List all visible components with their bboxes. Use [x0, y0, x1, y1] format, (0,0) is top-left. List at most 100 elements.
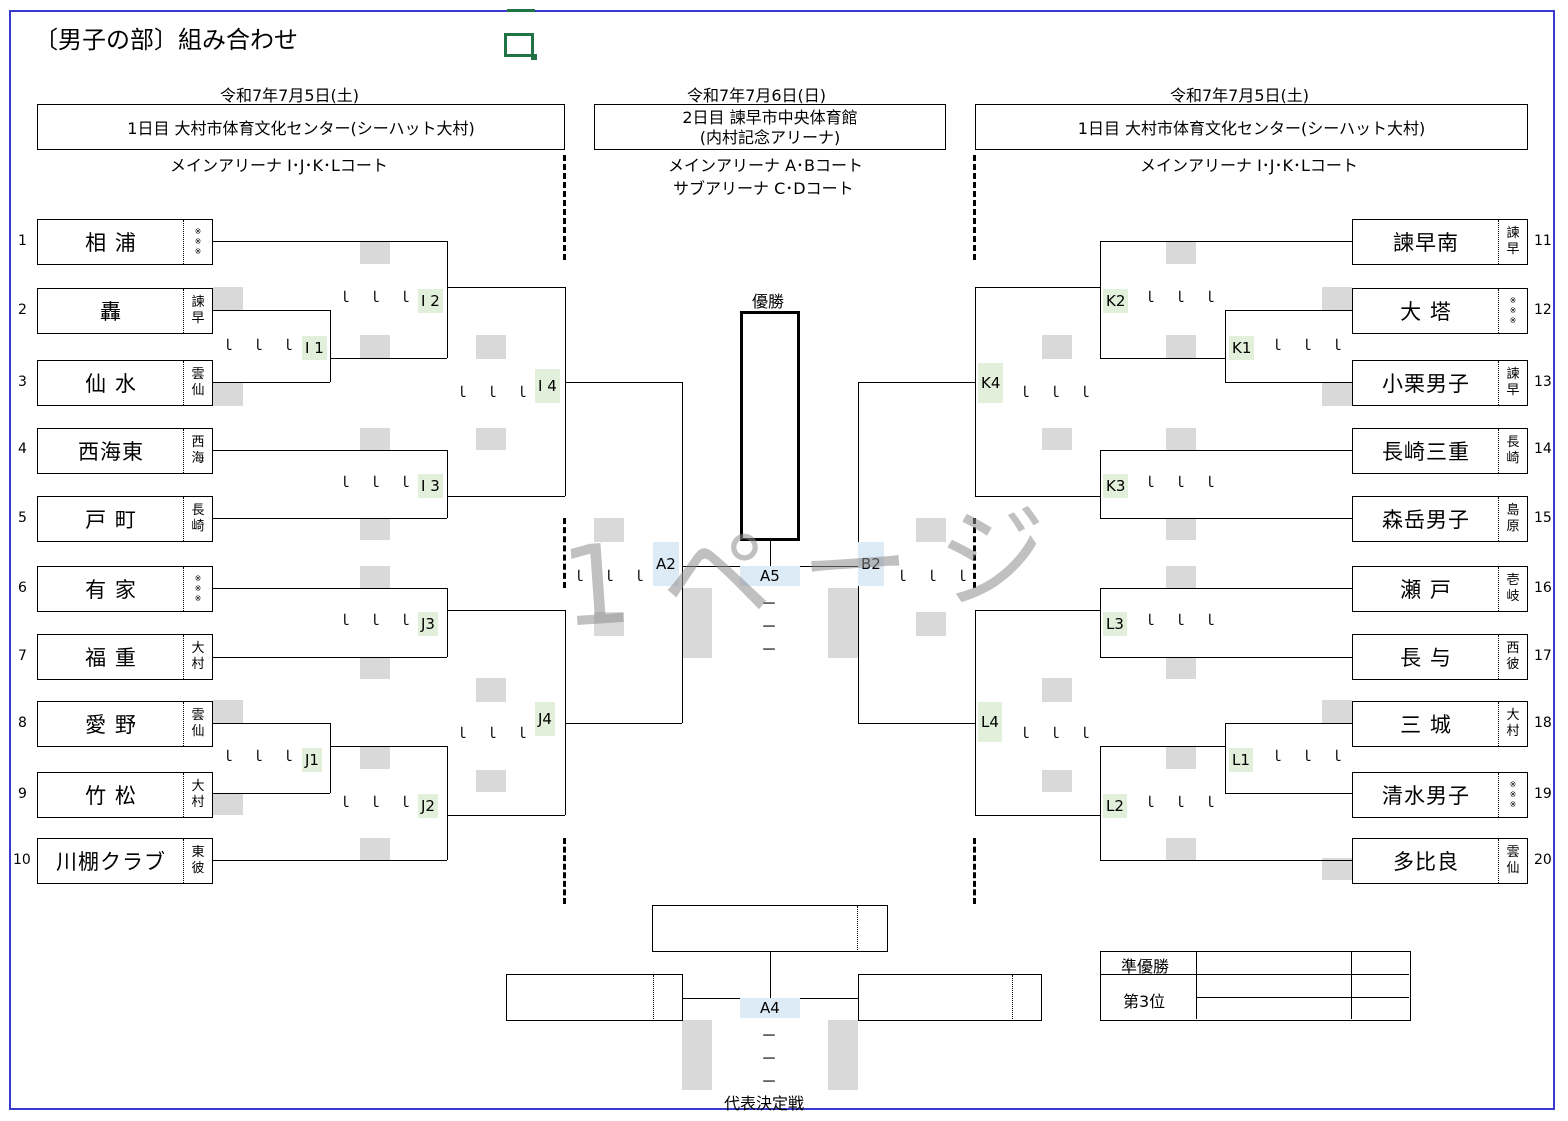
- bracket-line: [1100, 450, 1101, 518]
- bracket-line: [1100, 588, 1352, 589]
- match-code: J3: [418, 612, 438, 636]
- team-cell-left: 相 浦※※※: [37, 219, 213, 265]
- dash-mark: －: [761, 1072, 778, 1091]
- score-ticks: ｌｌｌ: [895, 569, 985, 585]
- score-cell[interactable]: [360, 242, 390, 264]
- score-cell[interactable]: [916, 612, 946, 636]
- area-label: 雲仙: [1498, 839, 1527, 883]
- team-cell-right: 諫早南諫早: [1352, 219, 1528, 265]
- score-cell[interactable]: [916, 518, 946, 542]
- center-venue-line1: 2日目 諫早市中央体育館: [682, 108, 858, 127]
- score-cell[interactable]: [1322, 382, 1352, 406]
- team-cell-right: 瀬 戸壱岐: [1352, 566, 1528, 612]
- dashed-sep-right-top: [973, 155, 976, 260]
- score-cell[interactable]: [213, 793, 243, 815]
- score-cell[interactable]: [1166, 747, 1196, 769]
- score-cell[interactable]: [476, 770, 506, 792]
- score-cell[interactable]: [1166, 428, 1196, 450]
- score-cell[interactable]: [360, 838, 390, 860]
- score-cell[interactable]: [360, 428, 390, 450]
- team-cell-right: 長崎三重長崎: [1352, 428, 1528, 474]
- bracket-line: [565, 723, 682, 724]
- bracket-line: [975, 815, 1100, 816]
- bracket-line: [213, 518, 447, 519]
- score-cell[interactable]: [360, 566, 390, 588]
- score-cell[interactable]: [1166, 838, 1196, 860]
- score-cell[interactable]: [1322, 858, 1352, 880]
- area-label: 島原: [1498, 497, 1527, 541]
- score-cell[interactable]: [1042, 770, 1072, 792]
- score-cell[interactable]: [1166, 657, 1196, 679]
- score-cell[interactable]: [682, 588, 712, 658]
- match-code: A5: [740, 566, 800, 586]
- score-cell[interactable]: [360, 657, 390, 679]
- rep-left-box[interactable]: [506, 974, 683, 1021]
- area-label: 雲仙: [183, 361, 212, 405]
- bracket-line: [1100, 746, 1225, 747]
- selection-fill-handle[interactable]: [531, 54, 537, 60]
- bracket-line: [1100, 588, 1101, 657]
- score-cell[interactable]: [828, 1020, 858, 1090]
- bracket-line: [1100, 241, 1101, 358]
- results-row-divider: [1101, 974, 1409, 975]
- champion-box[interactable]: [740, 311, 800, 541]
- bracket-line: [975, 610, 976, 815]
- team-name: 竹 松: [85, 784, 137, 808]
- team-number: 17: [1534, 648, 1552, 664]
- match-code: J2: [418, 794, 438, 818]
- bracket-line: [1100, 746, 1101, 860]
- center-venue-line2: (内村記念アリーナ): [699, 128, 841, 147]
- bracket-line: [975, 287, 1100, 288]
- score-cell[interactable]: [476, 335, 506, 359]
- score-cell[interactable]: [1166, 518, 1196, 540]
- score-cell[interactable]: [476, 678, 506, 702]
- center-court1: メインアリーナ A･Bコート: [668, 156, 864, 175]
- score-cell[interactable]: [1042, 335, 1072, 359]
- score-cell[interactable]: [213, 382, 243, 406]
- cell-selection-indicator[interactable]: [504, 33, 534, 57]
- score-cell[interactable]: [476, 428, 506, 450]
- rep-winner-box[interactable]: [652, 905, 888, 952]
- team-name: 福 重: [85, 646, 137, 670]
- team-cell-left: 仙 水雲仙: [37, 360, 213, 406]
- score-cell[interactable]: [1166, 242, 1196, 264]
- bracket-line: [447, 815, 565, 816]
- rep-right-box[interactable]: [858, 974, 1042, 1021]
- score-cell[interactable]: [828, 588, 858, 658]
- team-name: 三 城: [1400, 713, 1452, 737]
- left-venue-box: 1日目 大村市体育文化センター(シーハット大村): [37, 104, 565, 150]
- score-cell[interactable]: [213, 287, 243, 311]
- team-cell-right: 清水男子※※※: [1352, 772, 1528, 818]
- dashed-sep-left-bot: [563, 838, 566, 904]
- team-name: 相 浦: [85, 231, 137, 255]
- score-cell[interactable]: [594, 518, 624, 542]
- score-cell[interactable]: [360, 518, 390, 540]
- score-cell[interactable]: [1042, 678, 1072, 702]
- match-code: L2: [1103, 794, 1127, 818]
- team-cell-right: 森岳男子島原: [1352, 496, 1528, 542]
- score-cell[interactable]: [1166, 335, 1196, 359]
- score-cell[interactable]: [682, 1020, 712, 1090]
- score-cell[interactable]: [1322, 700, 1352, 724]
- score-cell[interactable]: [213, 700, 243, 724]
- score-cell[interactable]: [360, 747, 390, 769]
- score-ticks: ｌｌｌ: [1143, 795, 1233, 811]
- score-cell[interactable]: [594, 612, 624, 636]
- score-ticks: ｌｌｌ: [1018, 385, 1108, 401]
- score-cell[interactable]: [360, 335, 390, 359]
- team-number: 9: [18, 786, 27, 802]
- match-code: A4: [740, 998, 800, 1018]
- bracket-line: [1100, 358, 1225, 359]
- bracket-line: [447, 496, 565, 497]
- score-cell[interactable]: [1042, 428, 1072, 450]
- score-cell[interactable]: [1322, 287, 1352, 311]
- right-venue-box: 1日目 大村市体育文化センター(シーハット大村): [975, 104, 1528, 150]
- bracket-line: [213, 723, 330, 724]
- center-court2: サブアリーナ C･Dコート: [673, 179, 854, 198]
- bracket-line: [1225, 793, 1352, 794]
- team-number: 13: [1534, 374, 1552, 390]
- team-number: 10: [13, 852, 31, 868]
- team-number: 4: [18, 441, 27, 457]
- score-ticks: ｌｌｌ: [338, 795, 428, 811]
- score-cell[interactable]: [1166, 566, 1196, 588]
